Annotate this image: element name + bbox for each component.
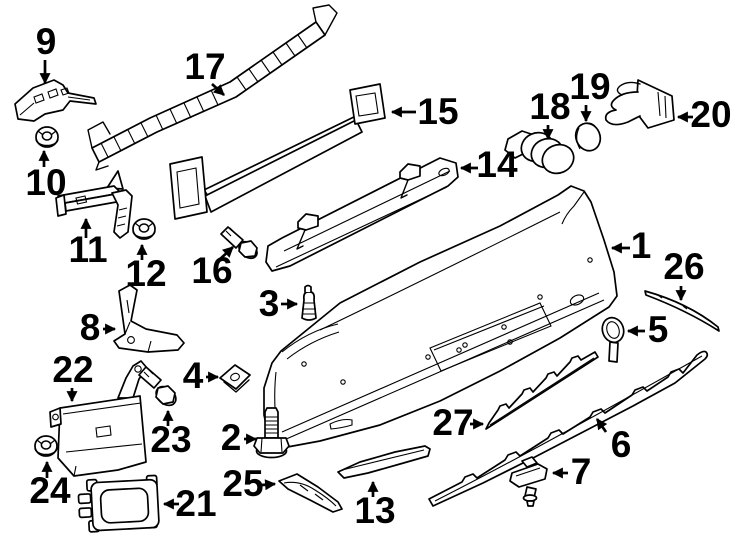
part-8-side-bracket bbox=[113, 284, 185, 353]
callout-16[interactable]: 16 bbox=[191, 246, 234, 291]
part-24-flange-nut bbox=[34, 435, 58, 457]
callout-label: 6 bbox=[611, 424, 632, 465]
part-9-upper-side-bracket bbox=[14, 79, 97, 122]
callout-label: 9 bbox=[36, 21, 57, 62]
part-1-bumper-cover bbox=[263, 185, 618, 449]
part-3-grommet-pin bbox=[301, 284, 317, 321]
callout-17[interactable]: 17 bbox=[184, 46, 226, 96]
callout-label: 20 bbox=[690, 94, 731, 135]
part-25-trim-insert bbox=[278, 473, 343, 513]
callout-label: 23 bbox=[150, 419, 191, 460]
part-5-plug bbox=[601, 316, 625, 363]
callout-21[interactable]: 21 bbox=[162, 483, 217, 524]
callout-label: 10 bbox=[25, 162, 66, 203]
callout-13[interactable]: 13 bbox=[354, 480, 396, 531]
callout-label: 12 bbox=[125, 253, 166, 294]
callout-10[interactable]: 10 bbox=[25, 149, 67, 203]
part-20-sensor-bracket bbox=[604, 79, 675, 129]
callout-label: 18 bbox=[529, 86, 570, 127]
callout-5[interactable]: 5 bbox=[626, 309, 669, 350]
part-16-bolt bbox=[220, 226, 258, 260]
callout-12[interactable]: 12 bbox=[125, 243, 167, 294]
callout-9[interactable]: 9 bbox=[36, 21, 57, 85]
callout-20[interactable]: 20 bbox=[676, 94, 732, 135]
part-17-upper-reinforcement bbox=[87, 4, 338, 171]
callout-22[interactable]: 22 bbox=[52, 349, 94, 403]
callout-label: 15 bbox=[417, 91, 458, 132]
part-23-bolt bbox=[138, 366, 177, 407]
callout-label: 8 bbox=[80, 307, 101, 348]
callout-label: 2 bbox=[221, 417, 242, 458]
callout-27[interactable]: 27 bbox=[432, 402, 485, 443]
callout-3[interactable]: 3 bbox=[259, 283, 299, 324]
callout-1[interactable]: 1 bbox=[610, 225, 652, 266]
callout-label: 19 bbox=[569, 66, 610, 107]
part-27-trim-strip bbox=[485, 351, 599, 430]
callout-label: 11 bbox=[68, 229, 107, 270]
callout-2[interactable]: 2 bbox=[221, 417, 258, 458]
callout-23[interactable]: 23 bbox=[150, 409, 192, 460]
part-15-impact-bar bbox=[169, 83, 386, 220]
callout-15[interactable]: 15 bbox=[390, 91, 459, 132]
part-4-clip-nut bbox=[219, 364, 251, 393]
callout-label: 25 bbox=[222, 463, 263, 504]
part-10-flange-nut bbox=[35, 126, 59, 148]
callout-label: 24 bbox=[29, 470, 71, 511]
callout-label: 13 bbox=[354, 490, 395, 531]
callout-18[interactable]: 18 bbox=[529, 86, 571, 141]
callout-11[interactable]: 11 bbox=[68, 217, 108, 270]
part-7-retainer-clip bbox=[509, 456, 548, 507]
part-13-lower-trim bbox=[337, 445, 431, 479]
part-6-lower-molding bbox=[428, 350, 709, 507]
callout-label: 17 bbox=[184, 46, 225, 87]
callout-25[interactable]: 25 bbox=[222, 463, 277, 504]
callout-14[interactable]: 14 bbox=[459, 144, 518, 185]
part-2-bolt bbox=[253, 407, 290, 459]
callout-label: 4 bbox=[183, 355, 204, 396]
callout-label: 21 bbox=[175, 483, 216, 524]
part-22-sensor-mount-bracket bbox=[49, 360, 148, 477]
callout-24[interactable]: 24 bbox=[29, 460, 71, 511]
callout-label: 22 bbox=[52, 349, 93, 390]
callout-label: 14 bbox=[476, 144, 518, 185]
callout-label: 27 bbox=[432, 402, 473, 443]
callout-19[interactable]: 19 bbox=[569, 66, 611, 123]
part-19-cap bbox=[574, 122, 602, 152]
callout-label: 1 bbox=[631, 225, 652, 266]
part-14-energy-absorber bbox=[265, 157, 459, 272]
callout-label: 26 bbox=[663, 246, 704, 287]
callout-6[interactable]: 6 bbox=[595, 418, 632, 465]
part-12-flange-nut bbox=[132, 218, 156, 240]
callout-26[interactable]: 26 bbox=[663, 246, 705, 302]
part-21-radar-sensor bbox=[77, 474, 160, 533]
part-26-upper-trim-strip bbox=[644, 290, 720, 332]
callout-label: 5 bbox=[648, 309, 669, 350]
callout-8[interactable]: 8 bbox=[80, 307, 117, 348]
callout-label: 16 bbox=[191, 250, 232, 291]
callout-7[interactable]: 7 bbox=[551, 451, 592, 492]
callout-label: 7 bbox=[571, 451, 592, 492]
callout-label: 3 bbox=[259, 283, 280, 324]
callout-4[interactable]: 4 bbox=[183, 355, 220, 396]
part-11-lower-bracket bbox=[55, 170, 133, 239]
